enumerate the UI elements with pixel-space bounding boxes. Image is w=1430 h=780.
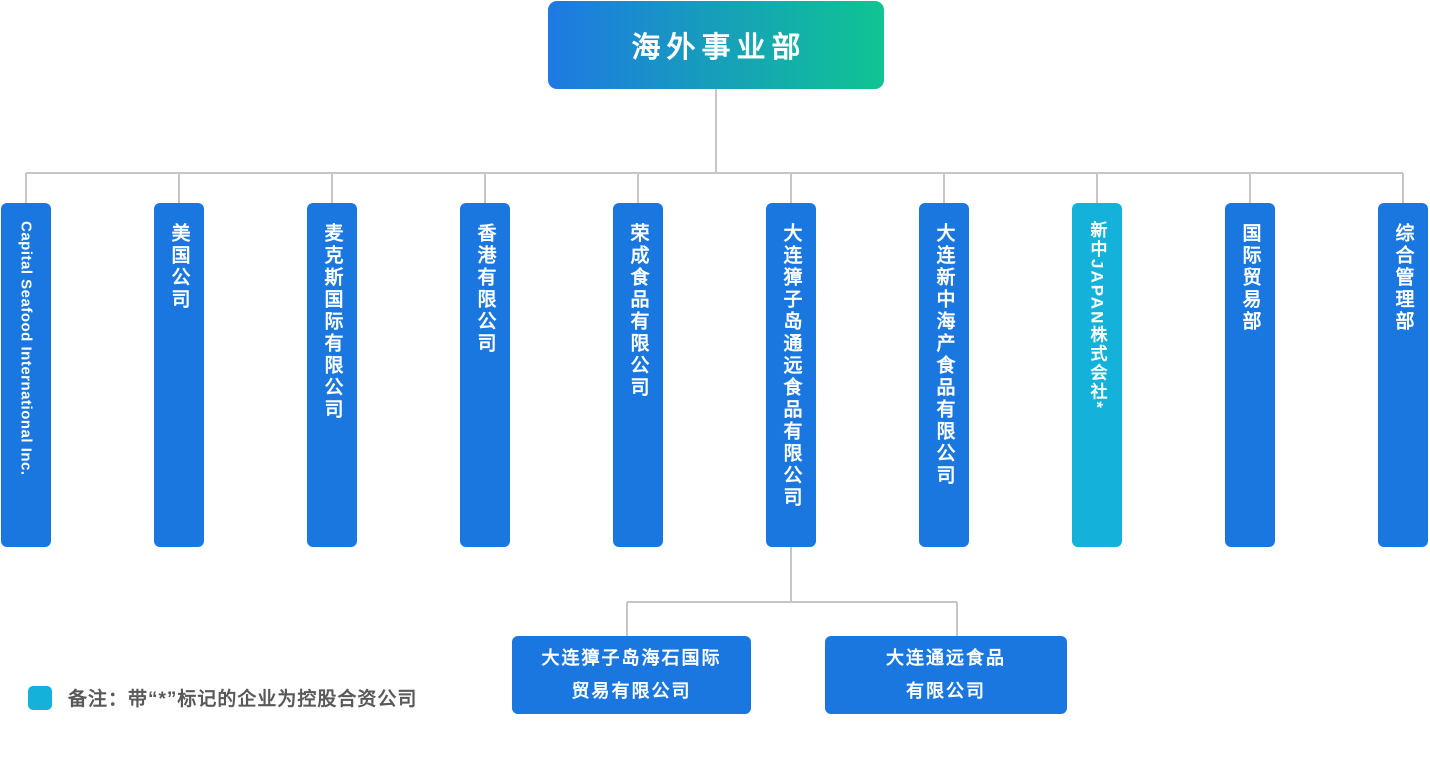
org-node-label: 新中JAPAN株式会社* <box>1087 221 1107 410</box>
org-node-label: 大连獐子岛通远食品有限公司 <box>780 223 802 509</box>
org-node-haishi-international-trade: 大连獐子岛海石国际 贸易有限公司 <box>512 636 751 714</box>
org-node-zhangzidao-tongyuan-food: 大连獐子岛通远食品有限公司 <box>766 203 816 547</box>
org-node-label: 香港有限公司 <box>474 223 496 355</box>
org-node-label: Capital Seafood International Inc. <box>17 221 35 476</box>
org-node-label: 大连新中海产食品有限公司 <box>933 223 955 487</box>
org-node-label: 综合管理部 <box>1392 223 1414 333</box>
legend: 备注：带“*”标记的企业为控股合资公司 <box>28 684 417 711</box>
org-node-xinzhong-seafood: 大连新中海产食品有限公司 <box>919 203 969 547</box>
org-node-hongkong-company: 香港有限公司 <box>460 203 510 547</box>
org-node-label-line1: 大连獐子岛海石国际 <box>541 648 722 668</box>
org-node-general-management-dept: 综合管理部 <box>1378 203 1428 547</box>
org-node-xinzhong-japan: 新中JAPAN株式会社* <box>1072 203 1122 547</box>
org-node-capital-seafood: Capital Seafood International Inc. <box>1 203 51 547</box>
org-node-usa-company: 美国公司 <box>154 203 204 547</box>
org-node-international-trade-dept: 国际贸易部 <box>1225 203 1275 547</box>
legend-note-text: 备注：带“*”标记的企业为控股合资公司 <box>68 689 418 710</box>
org-node-tongyuan-food: 大连通远食品 有限公司 <box>825 636 1067 714</box>
org-node-max-international: 麦克斯国际有限公司 <box>307 203 357 547</box>
org-node-label: 美国公司 <box>168 223 190 311</box>
org-node-rongcheng-food: 荣成食品有限公司 <box>613 203 663 547</box>
org-node-label: 麦克斯国际有限公司 <box>321 223 343 421</box>
org-node-label-line2: 有限公司 <box>906 681 986 701</box>
org-node-label-line2: 贸易有限公司 <box>571 681 692 701</box>
org-node-label-line1: 大连通远食品 <box>886 648 1006 668</box>
org-node-label: 国际贸易部 <box>1239 223 1261 333</box>
org-node-label: 荣成食品有限公司 <box>627 223 649 399</box>
org-node-root-label: 海外事业部 <box>631 32 807 64</box>
org-node-root: 海外事业部 <box>548 1 884 89</box>
legend-teal-swatch <box>28 685 52 710</box>
